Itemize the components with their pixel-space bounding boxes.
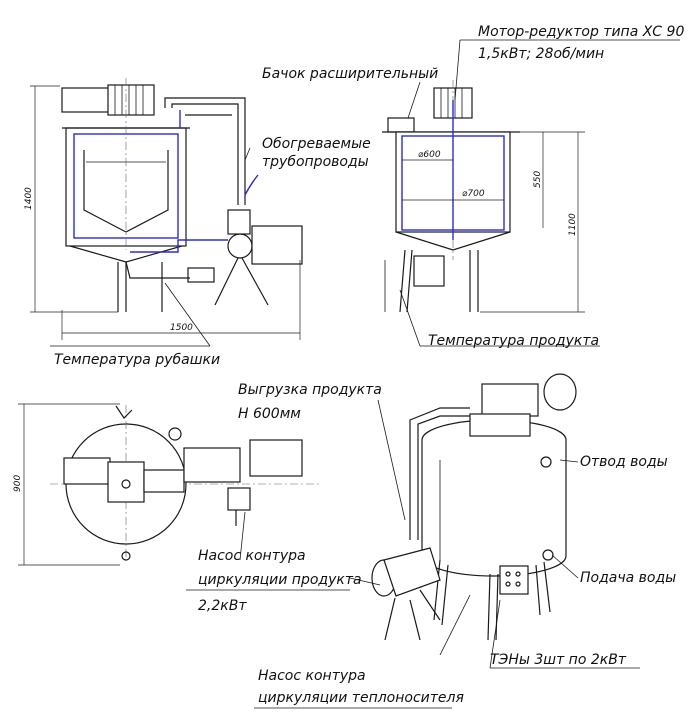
plan-view: 900 [13, 403, 320, 566]
label-motor: Мотор-редуктор типа ХС 90 [478, 24, 684, 40]
dim-diam-inner: ⌀600 [418, 150, 441, 160]
label-pump-product-1: Насос контура [198, 548, 306, 564]
front-gearbox [107, 84, 155, 116]
label-pump-product-2: циркуляции продукта [198, 572, 362, 588]
dim-plan-900: 900 [13, 475, 23, 492]
label-pump-coolant-1: Насос контура [258, 668, 366, 684]
label-product-temp: Температура продукта [428, 333, 599, 349]
dim-height-1100: 1100 [568, 213, 578, 236]
label-heated-pipes-1: Обогреваемые [262, 136, 371, 152]
plan-motor [63, 457, 111, 485]
label-water-out: Отвод воды [580, 454, 668, 470]
label-expansion-tank: Бачок расширительный [262, 66, 438, 82]
front-pump-housing [227, 233, 253, 259]
side-view: ⌀600 ⌀700 550 1100 [382, 39, 680, 347]
label-water-in: Подача воды [580, 570, 676, 586]
isometric-view [349, 373, 640, 669]
front-pump-motor [251, 225, 303, 265]
label-jacket-temp: Температура рубашки [54, 352, 220, 368]
dim-height-total: 1400 [24, 187, 34, 210]
label-pump-product-3: 2,2кВт [198, 598, 247, 614]
front-view: 1400 1500 [24, 78, 303, 347]
iso-motor [481, 383, 539, 417]
label-heated-pipes-2: трубопроводы [262, 154, 369, 170]
dim-height-550: 550 [533, 171, 543, 188]
dim-width-total: 1500 [170, 323, 193, 333]
dim-diam-outer: ⌀700 [462, 189, 485, 199]
plan-pump-motor [249, 439, 303, 477]
label-unload-1: Выгрузка продукта [238, 382, 382, 398]
side-expansion-tank [387, 117, 415, 133]
label-motor-spec: 1,5кВт; 28об/мин [478, 46, 604, 62]
label-heaters: ТЭНы 3шт по 2кВт [490, 652, 627, 668]
label-unload-2: H 600мм [238, 406, 301, 422]
iso-heaters [499, 565, 529, 595]
front-motor [61, 87, 115, 113]
label-pump-coolant-2: циркуляции теплоносителя [258, 690, 464, 706]
